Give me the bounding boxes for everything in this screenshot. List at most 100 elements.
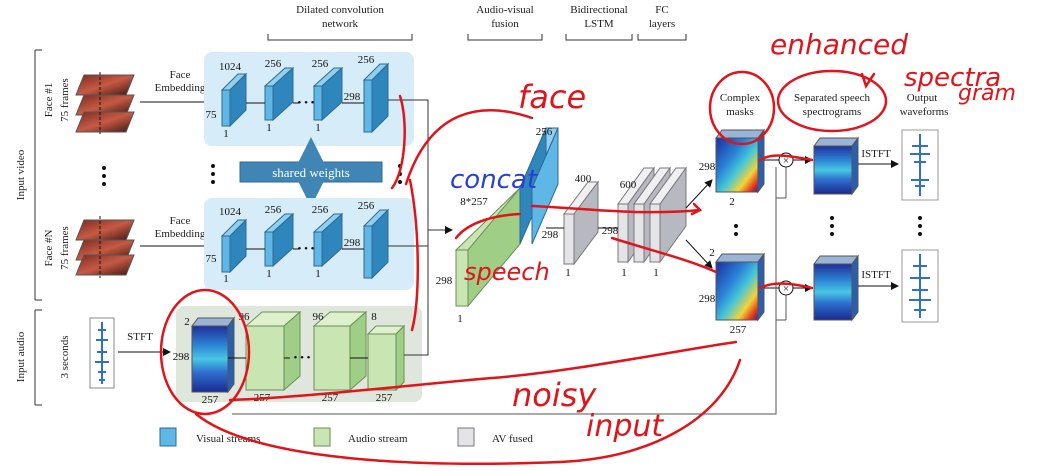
lstm-block bbox=[563, 180, 599, 266]
seconds-label: 3 seconds bbox=[59, 335, 71, 378]
bypass-line bbox=[232, 167, 777, 415]
audio-block-1 bbox=[244, 310, 302, 392]
dim-lstm-400: 400 bbox=[575, 173, 592, 185]
input-video-label: Input video bbox=[15, 149, 27, 200]
visual-block-1c bbox=[312, 66, 344, 122]
dim-v1-1024: 1024 bbox=[219, 61, 242, 73]
masks-circle bbox=[708, 70, 776, 146]
dim-v1-256c: 256 bbox=[358, 54, 375, 66]
dim-v2-1b: 1 bbox=[266, 268, 272, 280]
mask1-red-arrow bbox=[758, 154, 814, 162]
dim-fc-1b: 1 bbox=[653, 267, 659, 279]
dim-v2-256c: 256 bbox=[358, 200, 375, 212]
audio-input-circle bbox=[159, 288, 251, 416]
dim-v2-75: 75 bbox=[206, 253, 218, 265]
face-stack-1 bbox=[75, 72, 135, 134]
avfusion-header-1: Audio-visual bbox=[476, 4, 533, 16]
dim-a-96a: 96 bbox=[239, 311, 251, 323]
face-stack-N bbox=[75, 216, 135, 278]
audio-block-3 bbox=[366, 324, 406, 392]
faceN-label: Face #N bbox=[43, 229, 55, 266]
fc-block bbox=[617, 166, 687, 264]
masks-header-1: Complex bbox=[720, 92, 761, 104]
input-audio-label: Input audio bbox=[15, 331, 27, 382]
dim-v2-1024: 1024 bbox=[219, 206, 242, 218]
visual-block-2d bbox=[362, 208, 390, 280]
audio-spectrogram-input bbox=[191, 316, 235, 394]
dim-a-257: 257 bbox=[202, 394, 219, 406]
masks-header-2: masks bbox=[726, 106, 754, 118]
separated-header-1: Separated speech bbox=[794, 92, 871, 104]
face-embedding-label-1a: Face bbox=[170, 69, 191, 81]
ellipsis-masks bbox=[734, 224, 738, 236]
dim-v1-1c: 1 bbox=[315, 122, 321, 134]
output-waveform-1 bbox=[901, 129, 939, 201]
separated-spectrogram-2 bbox=[813, 254, 859, 322]
annotation-noisy: noisy bbox=[512, 376, 597, 414]
ellipsis-v1: • • • bbox=[297, 97, 314, 109]
svg-text:×: × bbox=[783, 155, 789, 167]
dim-fuse-256: 256 bbox=[536, 126, 553, 138]
input-waveform bbox=[89, 317, 115, 389]
legend-swatch-audio bbox=[313, 427, 331, 447]
complex-mask-2 bbox=[715, 252, 765, 322]
istft-label-1: ISTFT bbox=[861, 148, 891, 160]
output-header-2: waveforms bbox=[900, 106, 949, 118]
dim-v2-1c: 1 bbox=[315, 268, 321, 280]
audio-block-2 bbox=[312, 310, 368, 392]
dim-fuse-298b: 298 bbox=[542, 229, 559, 241]
fusion-collector-line bbox=[388, 99, 429, 356]
output-header-1: Output bbox=[907, 92, 938, 104]
dim-fuse-8x257: 8*257 bbox=[460, 196, 488, 208]
dim-fuse-1: 1 bbox=[457, 313, 463, 325]
annotation-input: input bbox=[586, 409, 664, 444]
legend-audio-label: Audio stream bbox=[348, 433, 408, 445]
dim-a-298: 298 bbox=[173, 351, 190, 363]
dim-v2-298: 298 bbox=[344, 237, 361, 249]
annotation-concat: concat bbox=[450, 165, 538, 195]
dim-m1-298: 298 bbox=[699, 161, 716, 173]
lstm-header-2: LSTM bbox=[584, 18, 614, 30]
visual-block-2c bbox=[312, 212, 344, 268]
ellipsis-out bbox=[918, 216, 922, 236]
dim-v1-75: 75 bbox=[206, 109, 218, 121]
noisy-stroke-2 bbox=[194, 358, 742, 466]
ellipsis-sep bbox=[830, 216, 834, 236]
dim-m2-298: 298 bbox=[699, 293, 716, 305]
dim-v1-256b: 256 bbox=[312, 58, 329, 70]
shared-weights-label: shared weights bbox=[272, 165, 350, 180]
legend-swatch-visual bbox=[159, 427, 177, 447]
visual-stream-panel-2 bbox=[204, 198, 414, 290]
dim-fc-600: 600 bbox=[620, 179, 637, 191]
visual-block-1a bbox=[220, 72, 248, 128]
visual-block-1b bbox=[263, 66, 295, 122]
dim-a-8: 8 bbox=[371, 311, 377, 323]
frames1-label: 75 frames bbox=[59, 78, 71, 122]
stft-label: STFT bbox=[127, 331, 153, 343]
visual-stroke bbox=[390, 94, 406, 190]
face-embedding-label-2a: Face bbox=[170, 215, 191, 227]
legend-visual-label: Visual streams bbox=[196, 433, 260, 445]
dim-fuse-298: 298 bbox=[436, 275, 453, 287]
dim-v1-1b: 1 bbox=[266, 122, 272, 134]
dim-m2-2: 2 bbox=[709, 247, 715, 259]
avfusion-header-2: fusion bbox=[491, 18, 519, 30]
dim-a-2: 2 bbox=[184, 316, 190, 328]
annotation-speech: speech bbox=[464, 258, 550, 286]
face-embedding-label-2b: Embedding bbox=[155, 228, 206, 240]
separated-circle bbox=[776, 69, 888, 133]
annotation-spectra: spectra bbox=[904, 63, 1001, 93]
framesN-label: 75 frames bbox=[59, 226, 71, 270]
dim-v1-298: 298 bbox=[344, 91, 361, 103]
face-arrow bbox=[404, 109, 534, 186]
noisy-stroke-1 bbox=[228, 340, 738, 402]
fusion-to-mask-arrow bbox=[530, 204, 702, 214]
red-annotations bbox=[159, 69, 888, 466]
fusion-block bbox=[454, 127, 559, 308]
annotation-face: face bbox=[518, 78, 586, 116]
ellipsis-v2: • • • bbox=[297, 243, 314, 255]
separated-spectrogram-1 bbox=[813, 136, 859, 196]
svg-text:×: × bbox=[783, 283, 789, 295]
separated-header-2: spectrograms bbox=[803, 106, 862, 118]
